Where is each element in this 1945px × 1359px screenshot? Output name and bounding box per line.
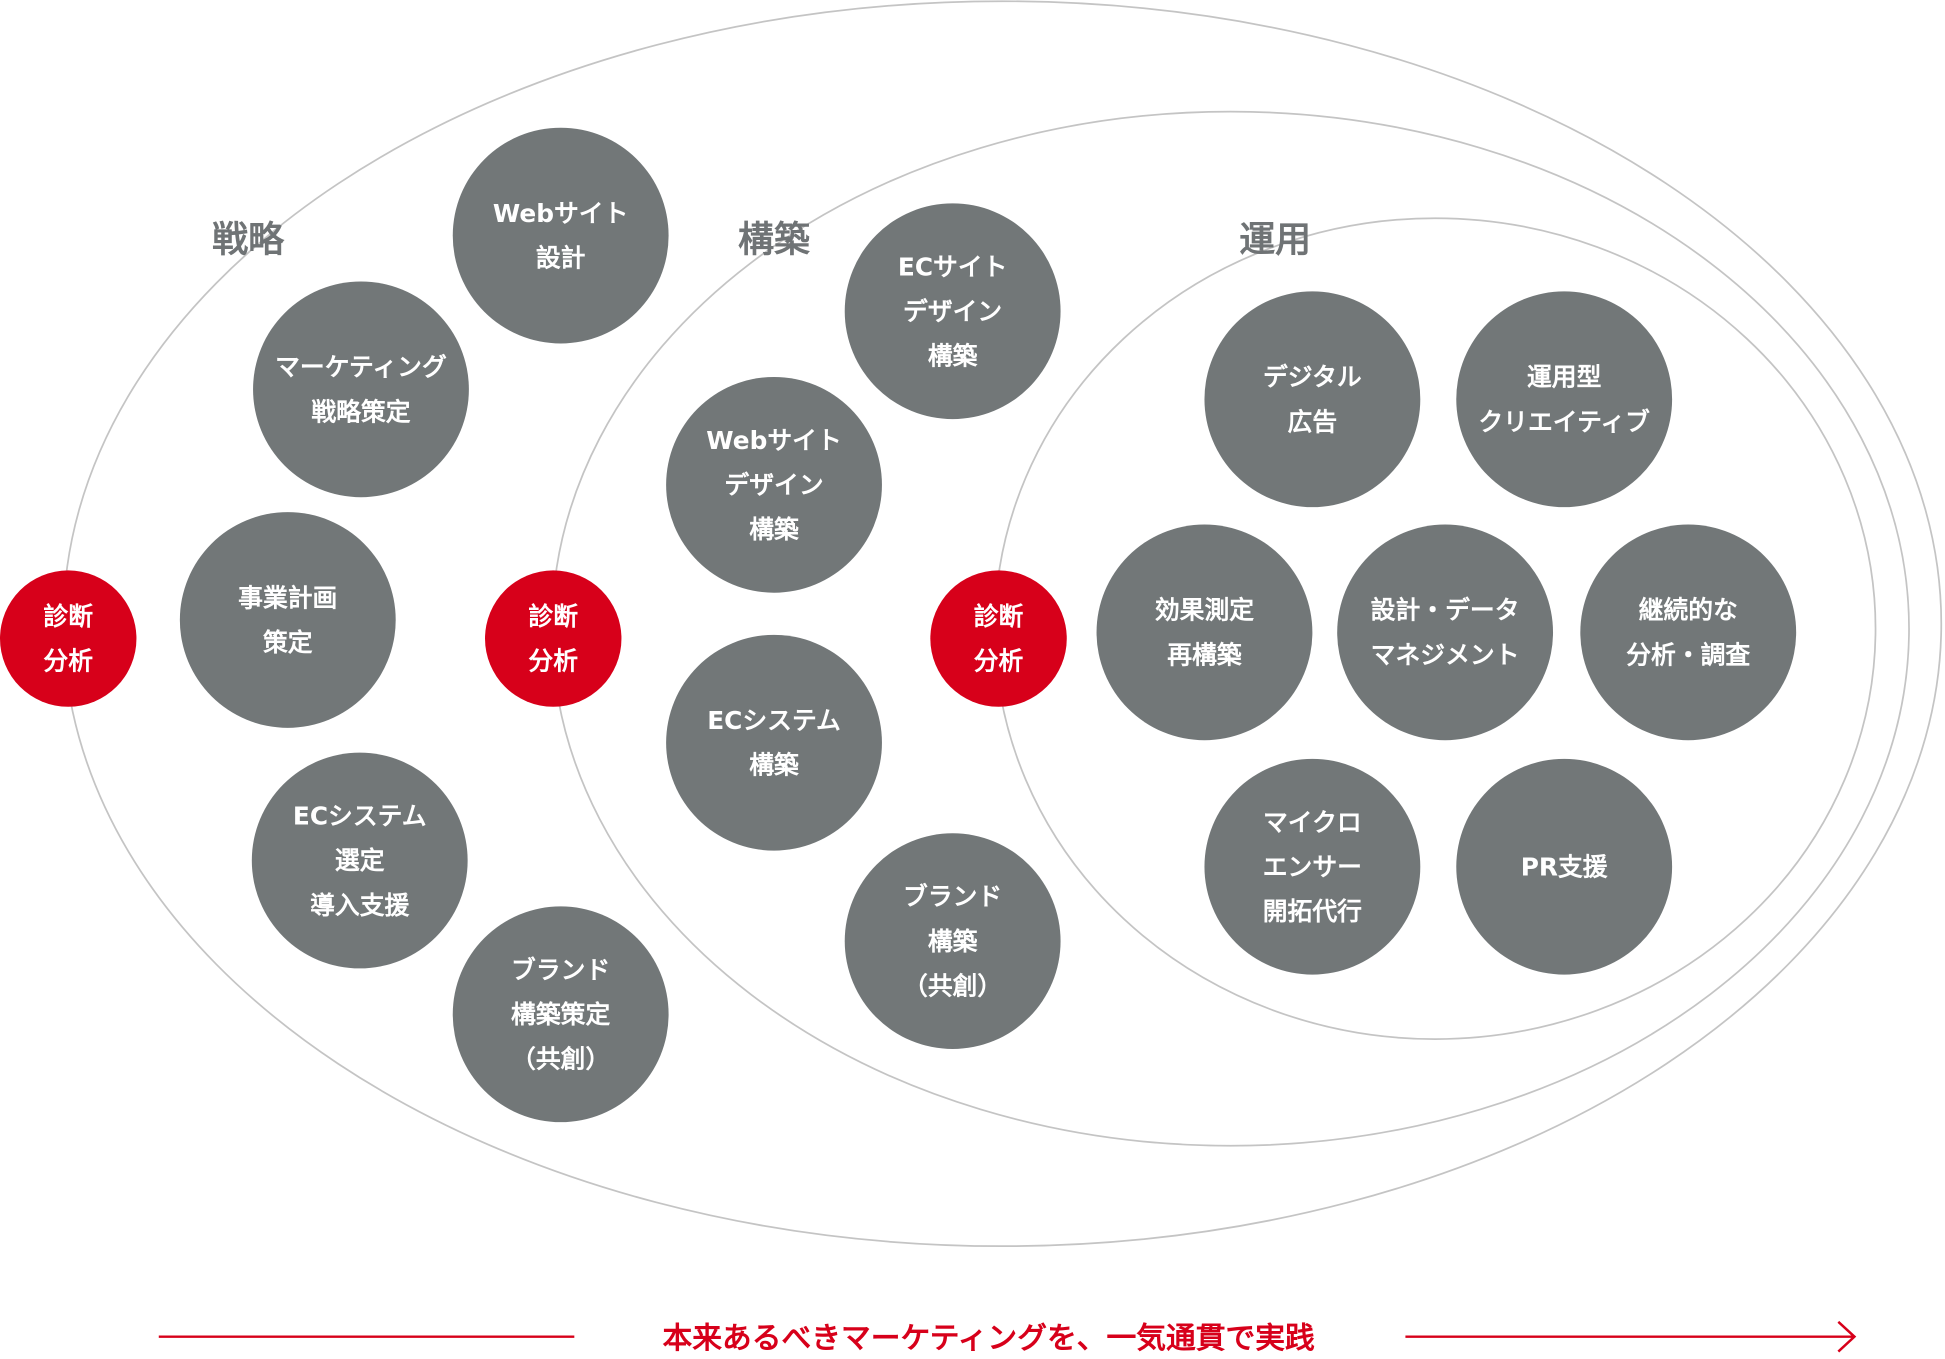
node-micro-influencer-label: マイクロ	[1263, 808, 1362, 837]
node-operational-creative-circle	[1456, 291, 1673, 508]
node-operational-creative-label: 運用型	[1527, 363, 1602, 392]
node-micro-influencer-circle	[1204, 758, 1421, 975]
node-ec-system-build-circle	[666, 634, 882, 851]
node-data-management-circle	[1337, 524, 1554, 741]
diagnosis-node-build-circle	[485, 570, 622, 707]
node-measurement-rebuild-label: 効果測定	[1155, 596, 1254, 625]
node-ec-system-build-label: ECシステム	[707, 706, 841, 735]
node-measurement-rebuild-circle	[1096, 524, 1313, 741]
phase-label-operate: 運用	[1239, 220, 1311, 261]
node-continuous-analysis-label: 継続的な	[1639, 596, 1738, 625]
node-pr-support: PR支援	[1456, 758, 1673, 975]
node-brand-strategy-circle	[452, 906, 669, 1123]
node-brand-strategy-label: （共創）	[511, 1045, 610, 1074]
node-ec-site-design-build-label: 構築	[928, 342, 978, 371]
node-ec-system-selection-label: ECシステム	[293, 802, 427, 831]
node-brand-build-circle	[844, 833, 1061, 1050]
node-brand-build-label: ブランド	[903, 882, 1002, 911]
node-ec-system-build-label: 構築	[749, 751, 799, 780]
diagnosis-node-strategy-label: 分析	[43, 647, 93, 676]
node-business-plan-label: 事業計画	[238, 583, 337, 612]
node-ec-site-design-build-circle	[844, 203, 1061, 420]
phase-label-strategy: 戦略	[212, 220, 285, 261]
node-pr-support-circle	[1456, 758, 1673, 975]
node-micro-influencer-label: エンサー	[1263, 852, 1362, 881]
diagnosis-node-operate-label: 診断	[974, 602, 1024, 631]
node-ec-site-design-build-label: デザイン	[903, 297, 1002, 326]
diagnosis-node-build-label: 診断	[528, 602, 578, 631]
node-data-management-label: マネジメント	[1371, 640, 1520, 669]
node-web-site-design-build-label: 構築	[749, 515, 799, 544]
node-operational-creative-label: クリエイティブ	[1478, 407, 1650, 436]
node-marketing-strategy-label: 戦略策定	[311, 397, 410, 426]
node-business-plan-circle	[179, 512, 396, 728]
node-brand-build-label: （共創）	[903, 971, 1002, 1000]
node-ec-system-selection-label: 導入支援	[310, 891, 409, 920]
node-web-site-design-circle	[452, 127, 669, 344]
diagnosis-node-strategy-circle	[0, 570, 137, 707]
node-micro-influencer-label: 開拓代行	[1263, 897, 1362, 926]
node-digital-ads-circle	[1204, 291, 1421, 508]
node-brand-strategy-label: ブランド	[511, 955, 610, 984]
node-ec-system-selection-label: 選定	[335, 846, 385, 875]
node-ec-system-selection-circle	[251, 752, 468, 969]
node-continuous-analysis-label: 分析・調査	[1626, 640, 1750, 669]
node-brand-build-label: 構築	[928, 927, 978, 956]
diagnosis-node-operate-label: 分析	[974, 647, 1024, 676]
node-web-site-design-label: Webサイト	[493, 199, 628, 228]
diagnosis-node-operate-circle	[930, 570, 1067, 707]
node-brand-strategy-label: 構築策定	[511, 1000, 610, 1029]
node-measurement-rebuild-label: 再構築	[1167, 640, 1242, 669]
node-ec-site-design-build-label: ECサイト	[898, 252, 1008, 281]
node-web-site-design-build-label: Webサイト	[706, 426, 841, 455]
node-web-site-design-label: 設計	[536, 244, 586, 273]
node-web-site-design-build-circle	[666, 376, 882, 593]
diagnosis-node-strategy-label: 診断	[43, 602, 93, 631]
node-digital-ads-label: デジタル	[1263, 363, 1362, 392]
node-marketing-strategy-label: マーケティング	[275, 353, 447, 382]
footer-tagline: 本来あるべきマーケティングを、一気通貫で実践	[663, 1321, 1315, 1356]
node-business-plan-label: 策定	[263, 628, 313, 657]
diagnosis-node-build-label: 分析	[528, 647, 578, 676]
node-pr-support-label: PR支援	[1521, 852, 1608, 881]
arrow-right-icon	[1837, 1320, 1857, 1353]
node-marketing-strategy-circle	[253, 281, 469, 498]
phase-label-build: 構築	[738, 220, 810, 261]
node-continuous-analysis-circle	[1580, 524, 1797, 741]
node-digital-ads-label: 広告	[1288, 407, 1338, 436]
node-web-site-design-build-label: デザイン	[724, 471, 823, 500]
node-data-management-label: 設計・データ	[1371, 596, 1520, 625]
